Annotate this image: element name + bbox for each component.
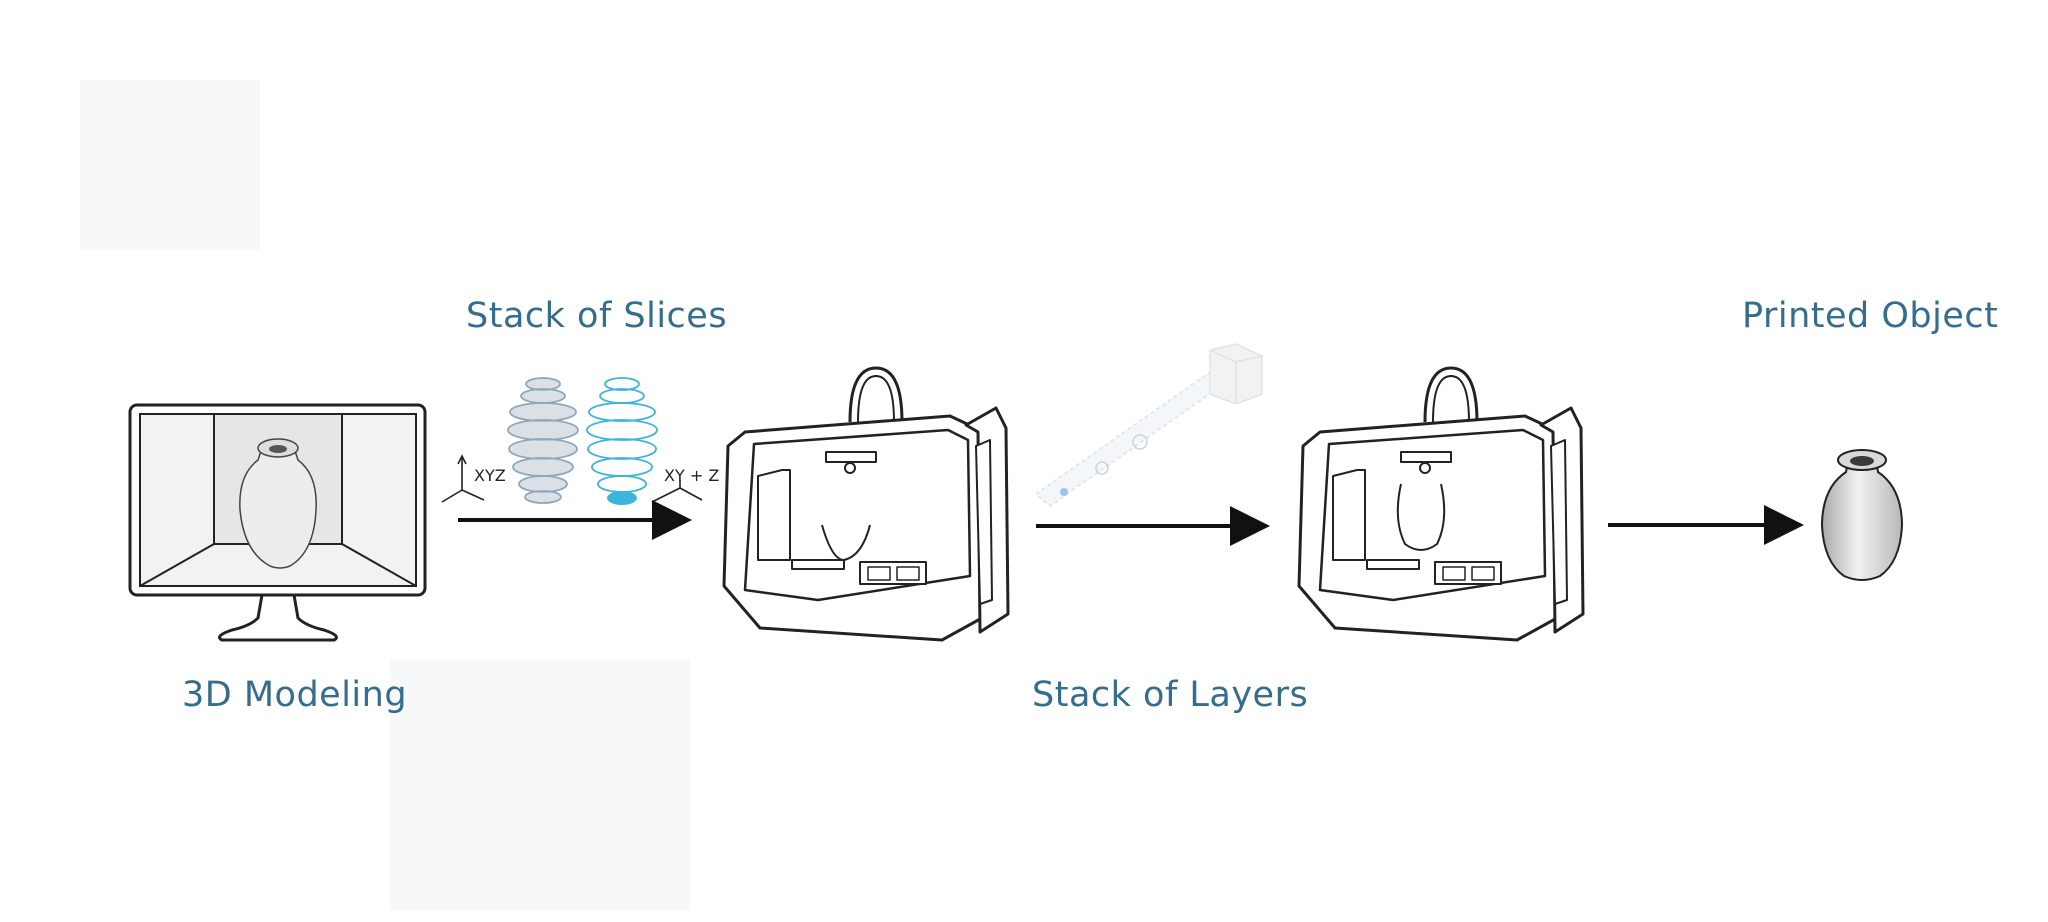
vase-icon	[239, 438, 317, 569]
printer-icon	[722, 366, 1010, 642]
xyz-axis-icon	[441, 454, 485, 503]
background-panel-bottom	[390, 660, 690, 910]
xy-z-axis-icon	[651, 480, 703, 503]
layer-strip-icon	[1034, 343, 1263, 507]
printer-icon	[1297, 366, 1585, 642]
xy-z-axis-label: XY + Z	[664, 466, 719, 485]
printed-object-label: Printed Object	[1742, 296, 1999, 336]
stack-of-layers-label: Stack of Layers	[1032, 675, 1309, 715]
3d-modeling-label: 3D Modeling	[182, 675, 408, 715]
xyz-axis-label: XYZ	[474, 466, 506, 485]
background-panel-top-left	[80, 80, 260, 250]
slices-icon	[507, 377, 658, 505]
monitor-icon	[128, 403, 427, 642]
printed-vase-icon	[1820, 449, 1904, 581]
stack-of-slices-label: Stack of Slices	[466, 296, 728, 336]
